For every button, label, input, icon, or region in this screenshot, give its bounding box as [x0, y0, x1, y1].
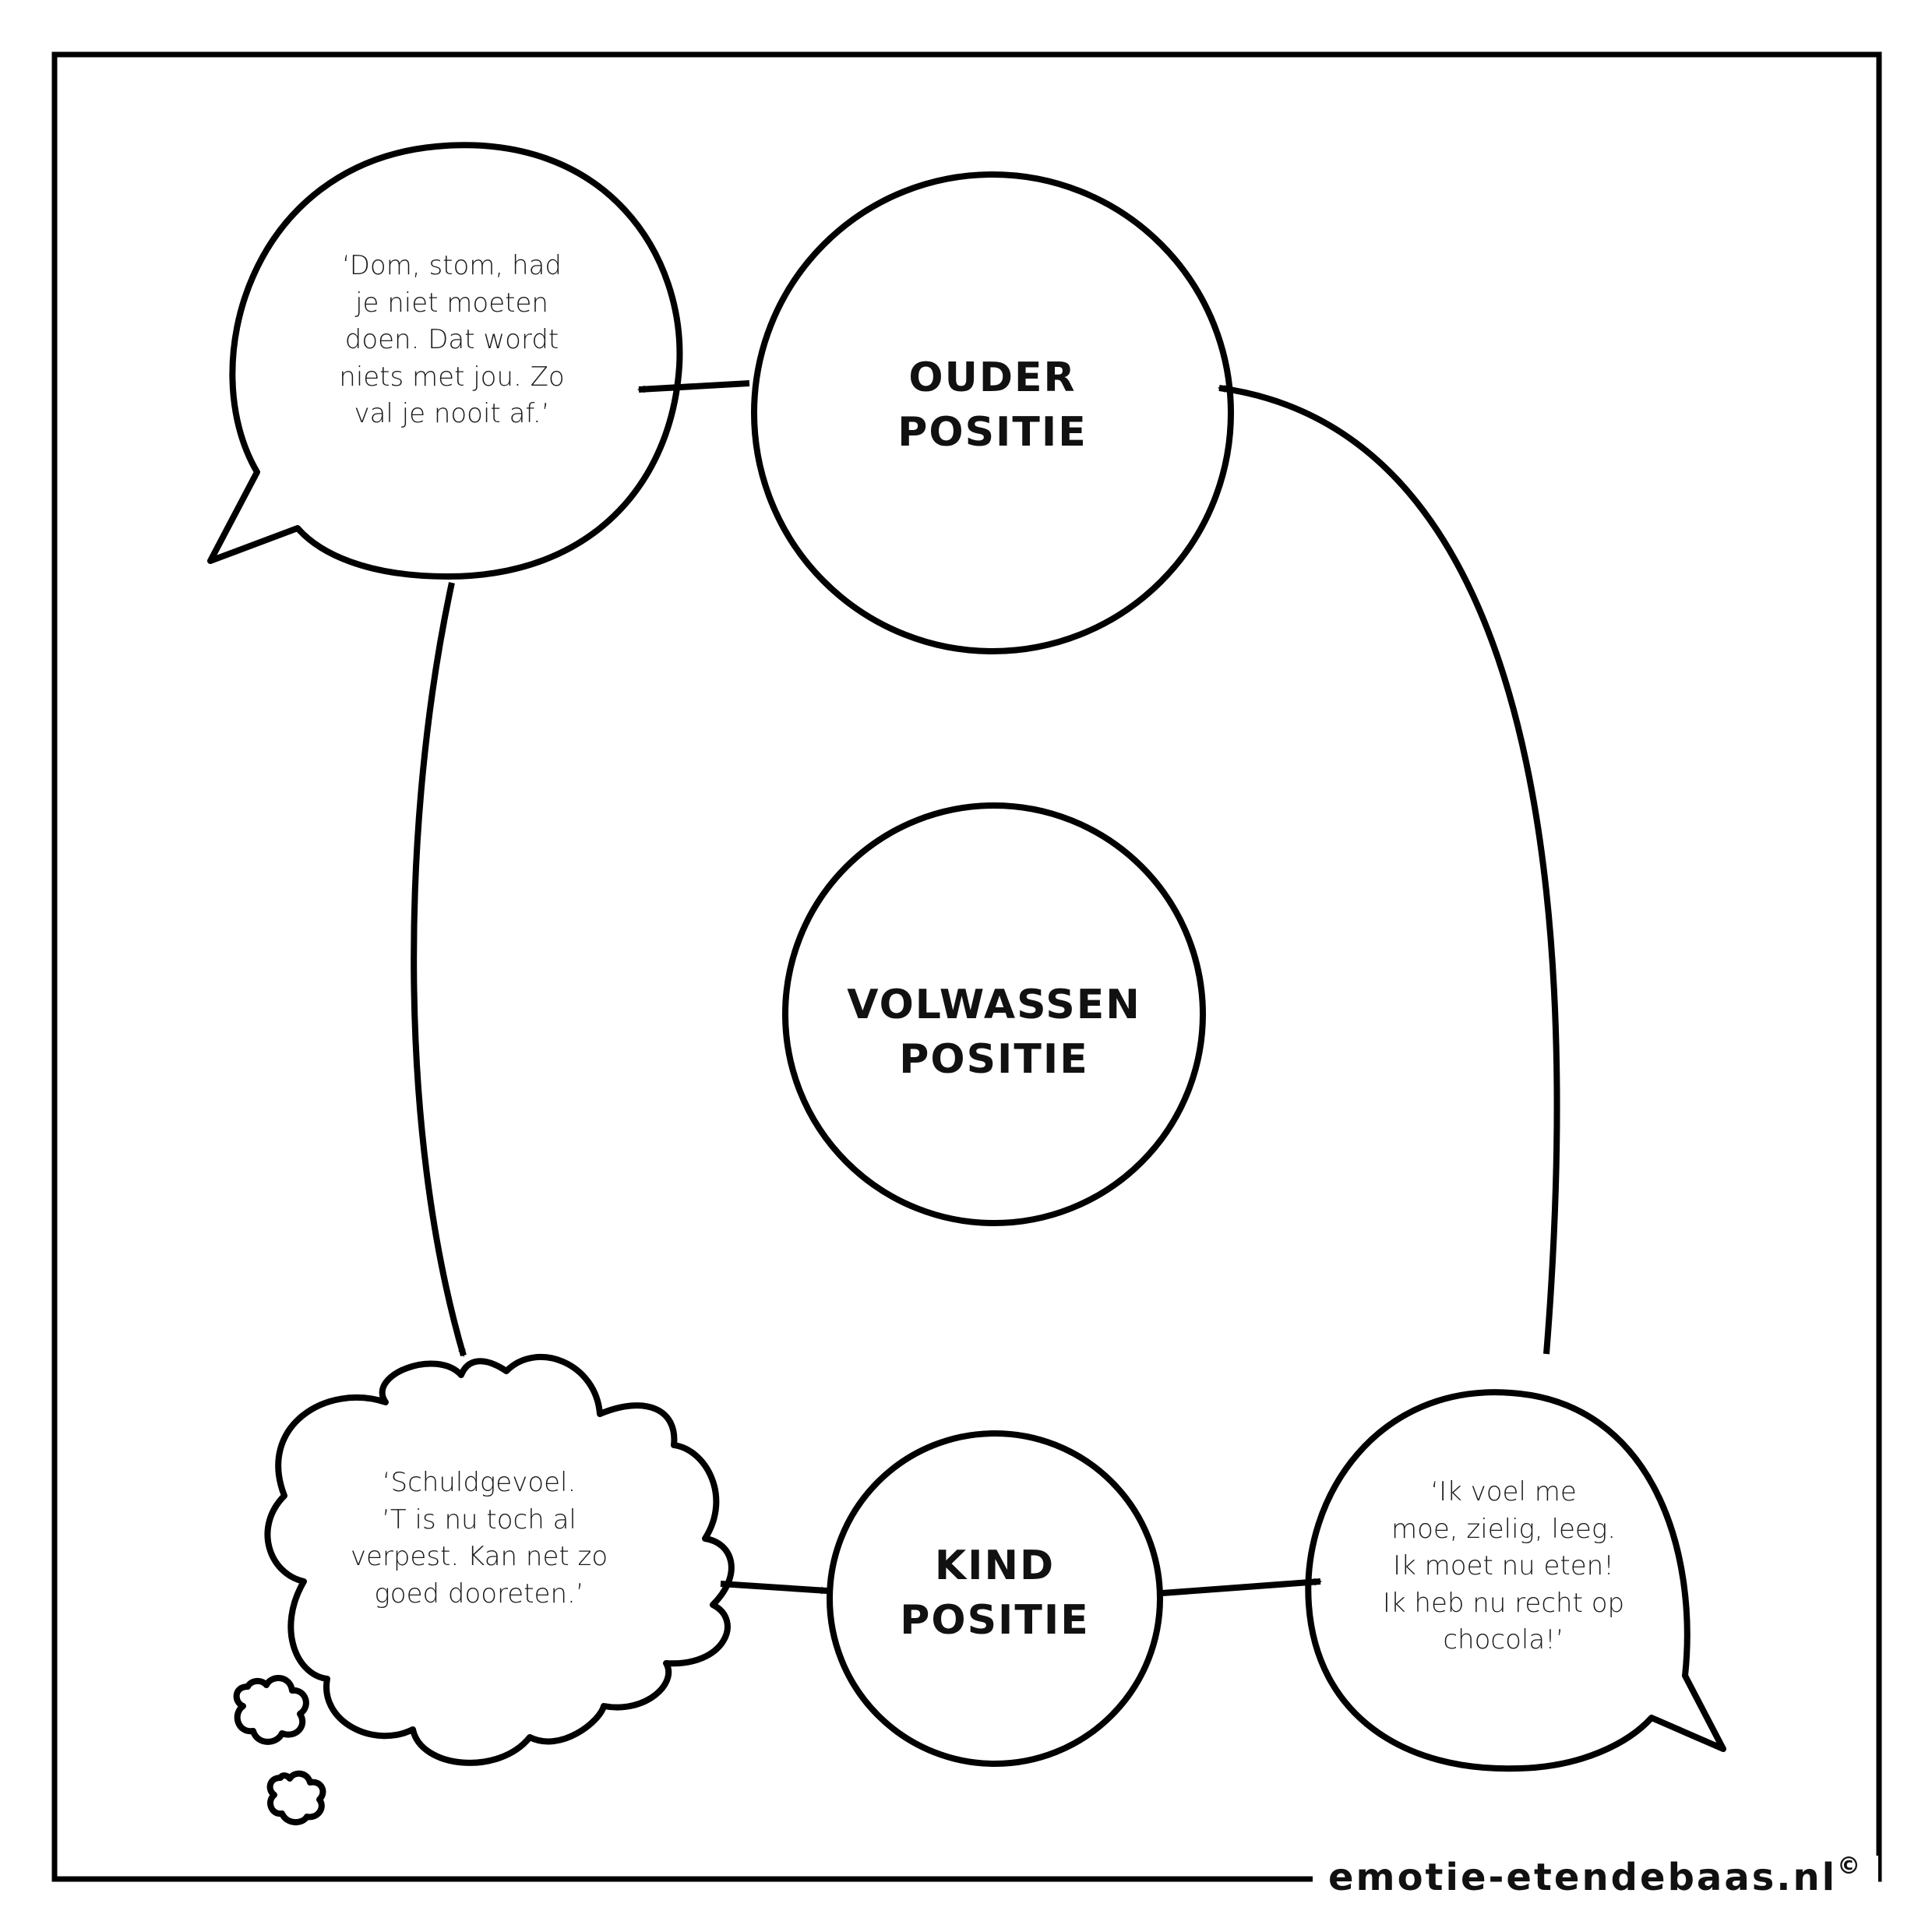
- ouder-speech-text: ‘Dom, stom, had je niet moeten doen. Dat…: [339, 250, 565, 430]
- volwassen-positie-label: VOLWASSEN POSITIE: [799, 978, 1189, 1087]
- thought-cloud: [264, 1354, 735, 1766]
- kind-label-line1: KIND: [934, 1542, 1056, 1589]
- arrow-speech-to-ouder: [1218, 385, 1560, 1355]
- volwassen-positie-circle: [782, 802, 1206, 1226]
- ouder-label-line2: POSITIE: [897, 409, 1088, 457]
- thought-puff-large: [233, 1675, 309, 1745]
- outer-frame: [51, 51, 1882, 1882]
- volwassen-label-line2: POSITIE: [899, 1036, 1089, 1084]
- kind-speech-text: ‘Ik voel me moe, zielig, leeg. Ik moet n…: [1382, 1476, 1625, 1656]
- arrow-ouder-to-speech: [637, 380, 750, 393]
- ouder-label-line1: OUDER: [908, 354, 1077, 401]
- thought-puff-small: [266, 1770, 326, 1825]
- ouder-positie-circle: [751, 171, 1234, 654]
- footer-site-text: emotie-etendebaas.nl: [1328, 1856, 1838, 1899]
- ouder-positie-label: OUDER POSITIE: [837, 351, 1148, 460]
- kind-positie-circle: [827, 1430, 1163, 1767]
- kind-speech-bubble: [1305, 1389, 1726, 1772]
- kind-positie-label: KIND POSITIE: [839, 1539, 1151, 1648]
- kind-label-line2: POSITIE: [900, 1597, 1090, 1645]
- arrow-kind-to-speech: [1162, 1578, 1322, 1596]
- copyright-symbol: ©: [1837, 1853, 1863, 1880]
- ouder-speech-bubble: [207, 142, 683, 580]
- volwassen-label-line1: VOLWASSEN: [847, 982, 1141, 1028]
- arrow-speech-to-thought: [411, 582, 467, 1357]
- arrow-thought-to-kind: [720, 1581, 829, 1595]
- thought-text: ‘Schuldgevoel. ’T is nu toch al verpest.…: [350, 1467, 608, 1609]
- footer-site: emotie-etendebaas.nl©: [1313, 1853, 1879, 1899]
